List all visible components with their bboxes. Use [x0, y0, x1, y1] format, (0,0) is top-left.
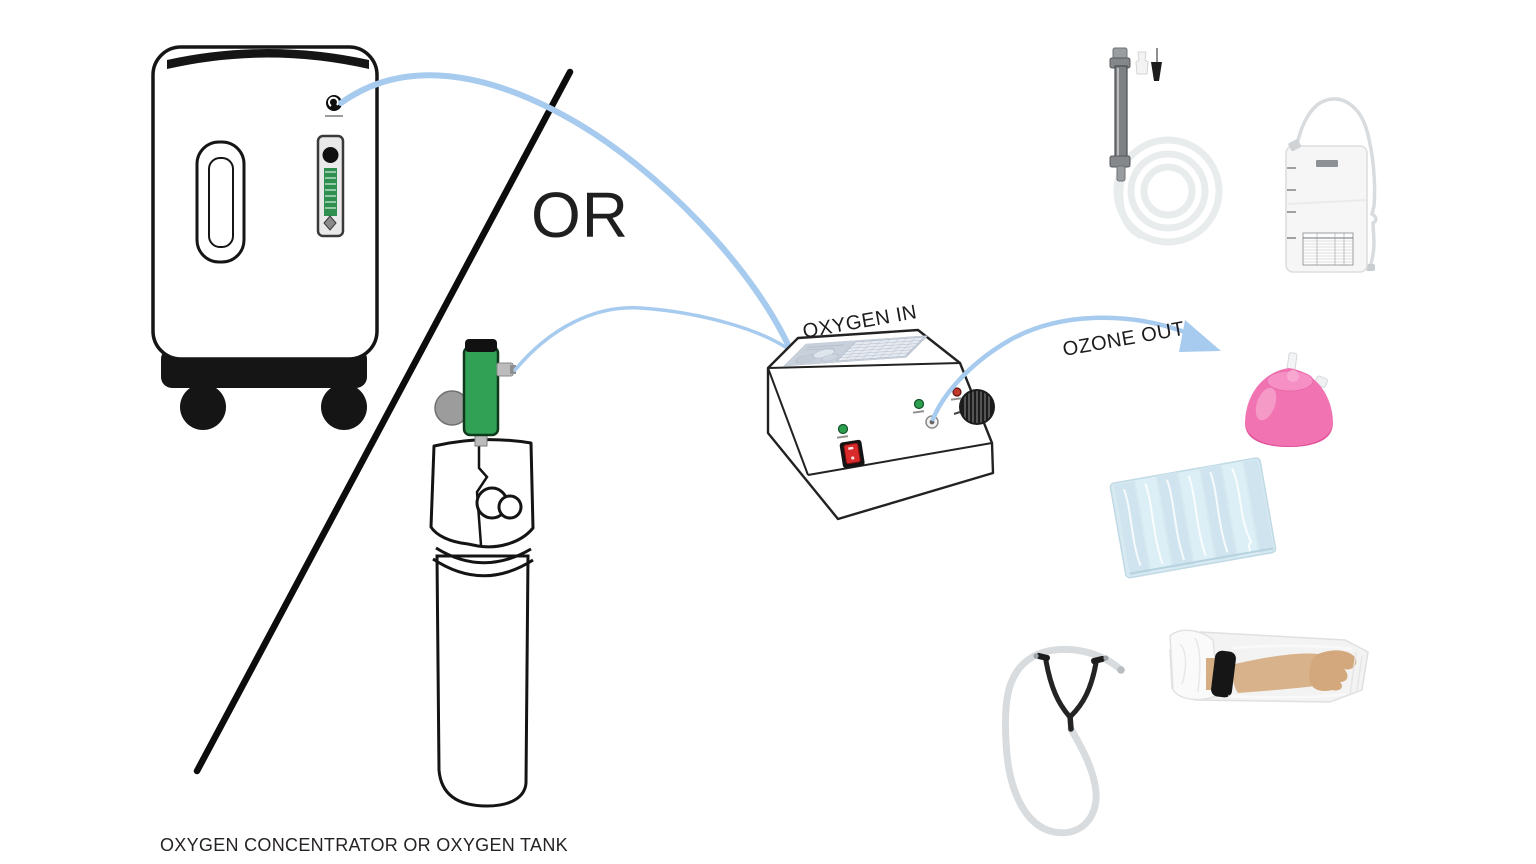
- eartip-metal: [1103, 655, 1109, 661]
- bag-glare: [1227, 644, 1353, 699]
- bag-port: [1288, 139, 1301, 152]
- cup-tier-top: [1287, 370, 1299, 382]
- coiled-tube: [1127, 150, 1209, 232]
- regulator-cap: [465, 339, 497, 352]
- edge: [767, 367, 809, 476]
- sleeve-creases: [1123, 467, 1253, 567]
- cup-highlight: [1255, 387, 1277, 421]
- or-label: OR: [531, 179, 629, 251]
- oxygen-concentrator: [151, 45, 379, 430]
- ozone-catheter-kit: [1109, 47, 1223, 246]
- top-cap: [167, 49, 369, 69]
- ozone-led-icon: [913, 398, 925, 410]
- edge: [767, 362, 961, 369]
- rod-tip: [1116, 165, 1126, 182]
- metal-rod: [1114, 65, 1128, 159]
- wheel-icon: [321, 384, 367, 430]
- nozzle-tip: [510, 365, 516, 374]
- led-label-smudge: [950, 397, 962, 401]
- hand: [1309, 650, 1357, 692]
- bag-tube: [1294, 97, 1378, 268]
- concentrator-body: [151, 45, 379, 361]
- rod-nut: [1109, 155, 1131, 168]
- tube-end-connector: [1117, 666, 1125, 674]
- bag-table: [1302, 232, 1354, 266]
- eartip-metal: [1033, 653, 1039, 659]
- flow-meter: [316, 134, 345, 238]
- binaural-stem: [1067, 713, 1074, 732]
- binaural-tube: [1043, 658, 1072, 719]
- caption-label: OXYGEN CONCENTRATOR OR OXYGEN TANK: [160, 835, 568, 855]
- power-switch[interactable]: [839, 439, 865, 469]
- bag-title-smudge: [1316, 160, 1338, 167]
- power-led-icon: [837, 423, 849, 435]
- tube-concentrator-to-generator: [338, 72, 796, 359]
- cloth-creases: [1179, 637, 1201, 693]
- pack-bottom-shade: [1129, 547, 1274, 575]
- handle-inner: [208, 157, 234, 248]
- stethoscope-tube: [1001, 645, 1124, 837]
- bag-fold: [1287, 199, 1367, 205]
- knob-ribs: [964, 391, 990, 423]
- stethoscope: [1001, 645, 1125, 837]
- wheel-icon: [180, 384, 226, 430]
- luer-connector-icon: [1135, 51, 1149, 75]
- ozone-out-label: OZONE OUT: [1061, 318, 1186, 361]
- tube-tank-to-generator: [513, 306, 797, 372]
- ozone-bag: [1285, 97, 1378, 273]
- port-glyph: [327, 96, 339, 107]
- led-label-smudge: [912, 410, 925, 414]
- ozone-out-arrowhead-icon: [1179, 320, 1221, 352]
- valve-outlet-tip: [497, 494, 523, 520]
- tank-neck-ring: [432, 557, 534, 578]
- bag-end-crinkle: [1349, 651, 1363, 696]
- oxygen-regulator: [462, 345, 500, 437]
- bag-tube-tip: [1366, 264, 1375, 271]
- tube-generator-to-ozone-out: [930, 315, 1193, 422]
- alarm-led-icon: [952, 387, 962, 397]
- cup-dome: [1245, 368, 1333, 447]
- edge: [807, 442, 993, 476]
- ozone-generator: [766, 328, 995, 521]
- tourniquet-cuff: [1211, 650, 1236, 698]
- tank-cylinder: [435, 554, 530, 808]
- led-label-smudge: [836, 435, 849, 439]
- top-panel-sticker: [783, 335, 929, 367]
- eartip-icon: [1091, 655, 1105, 665]
- binaural-tube: [1068, 660, 1099, 719]
- sterile-sleeves-pack: [1109, 457, 1277, 579]
- eartip-icon: [1036, 652, 1050, 662]
- port-label-smudge: [325, 115, 343, 117]
- needle-tip-icon: [1151, 62, 1162, 81]
- or-divider-line: [193, 68, 574, 775]
- arm-in-limb-bag: [1169, 629, 1369, 703]
- ozone-cupping-bell: [1245, 352, 1333, 447]
- tube-tail: [1116, 180, 1144, 240]
- bag-scale-ticks: [1287, 167, 1296, 239]
- knob-tick: [953, 411, 961, 415]
- tank-neck-ring: [435, 546, 532, 565]
- coiled-tube: [1140, 163, 1196, 219]
- oxygen-tank: [429, 339, 535, 808]
